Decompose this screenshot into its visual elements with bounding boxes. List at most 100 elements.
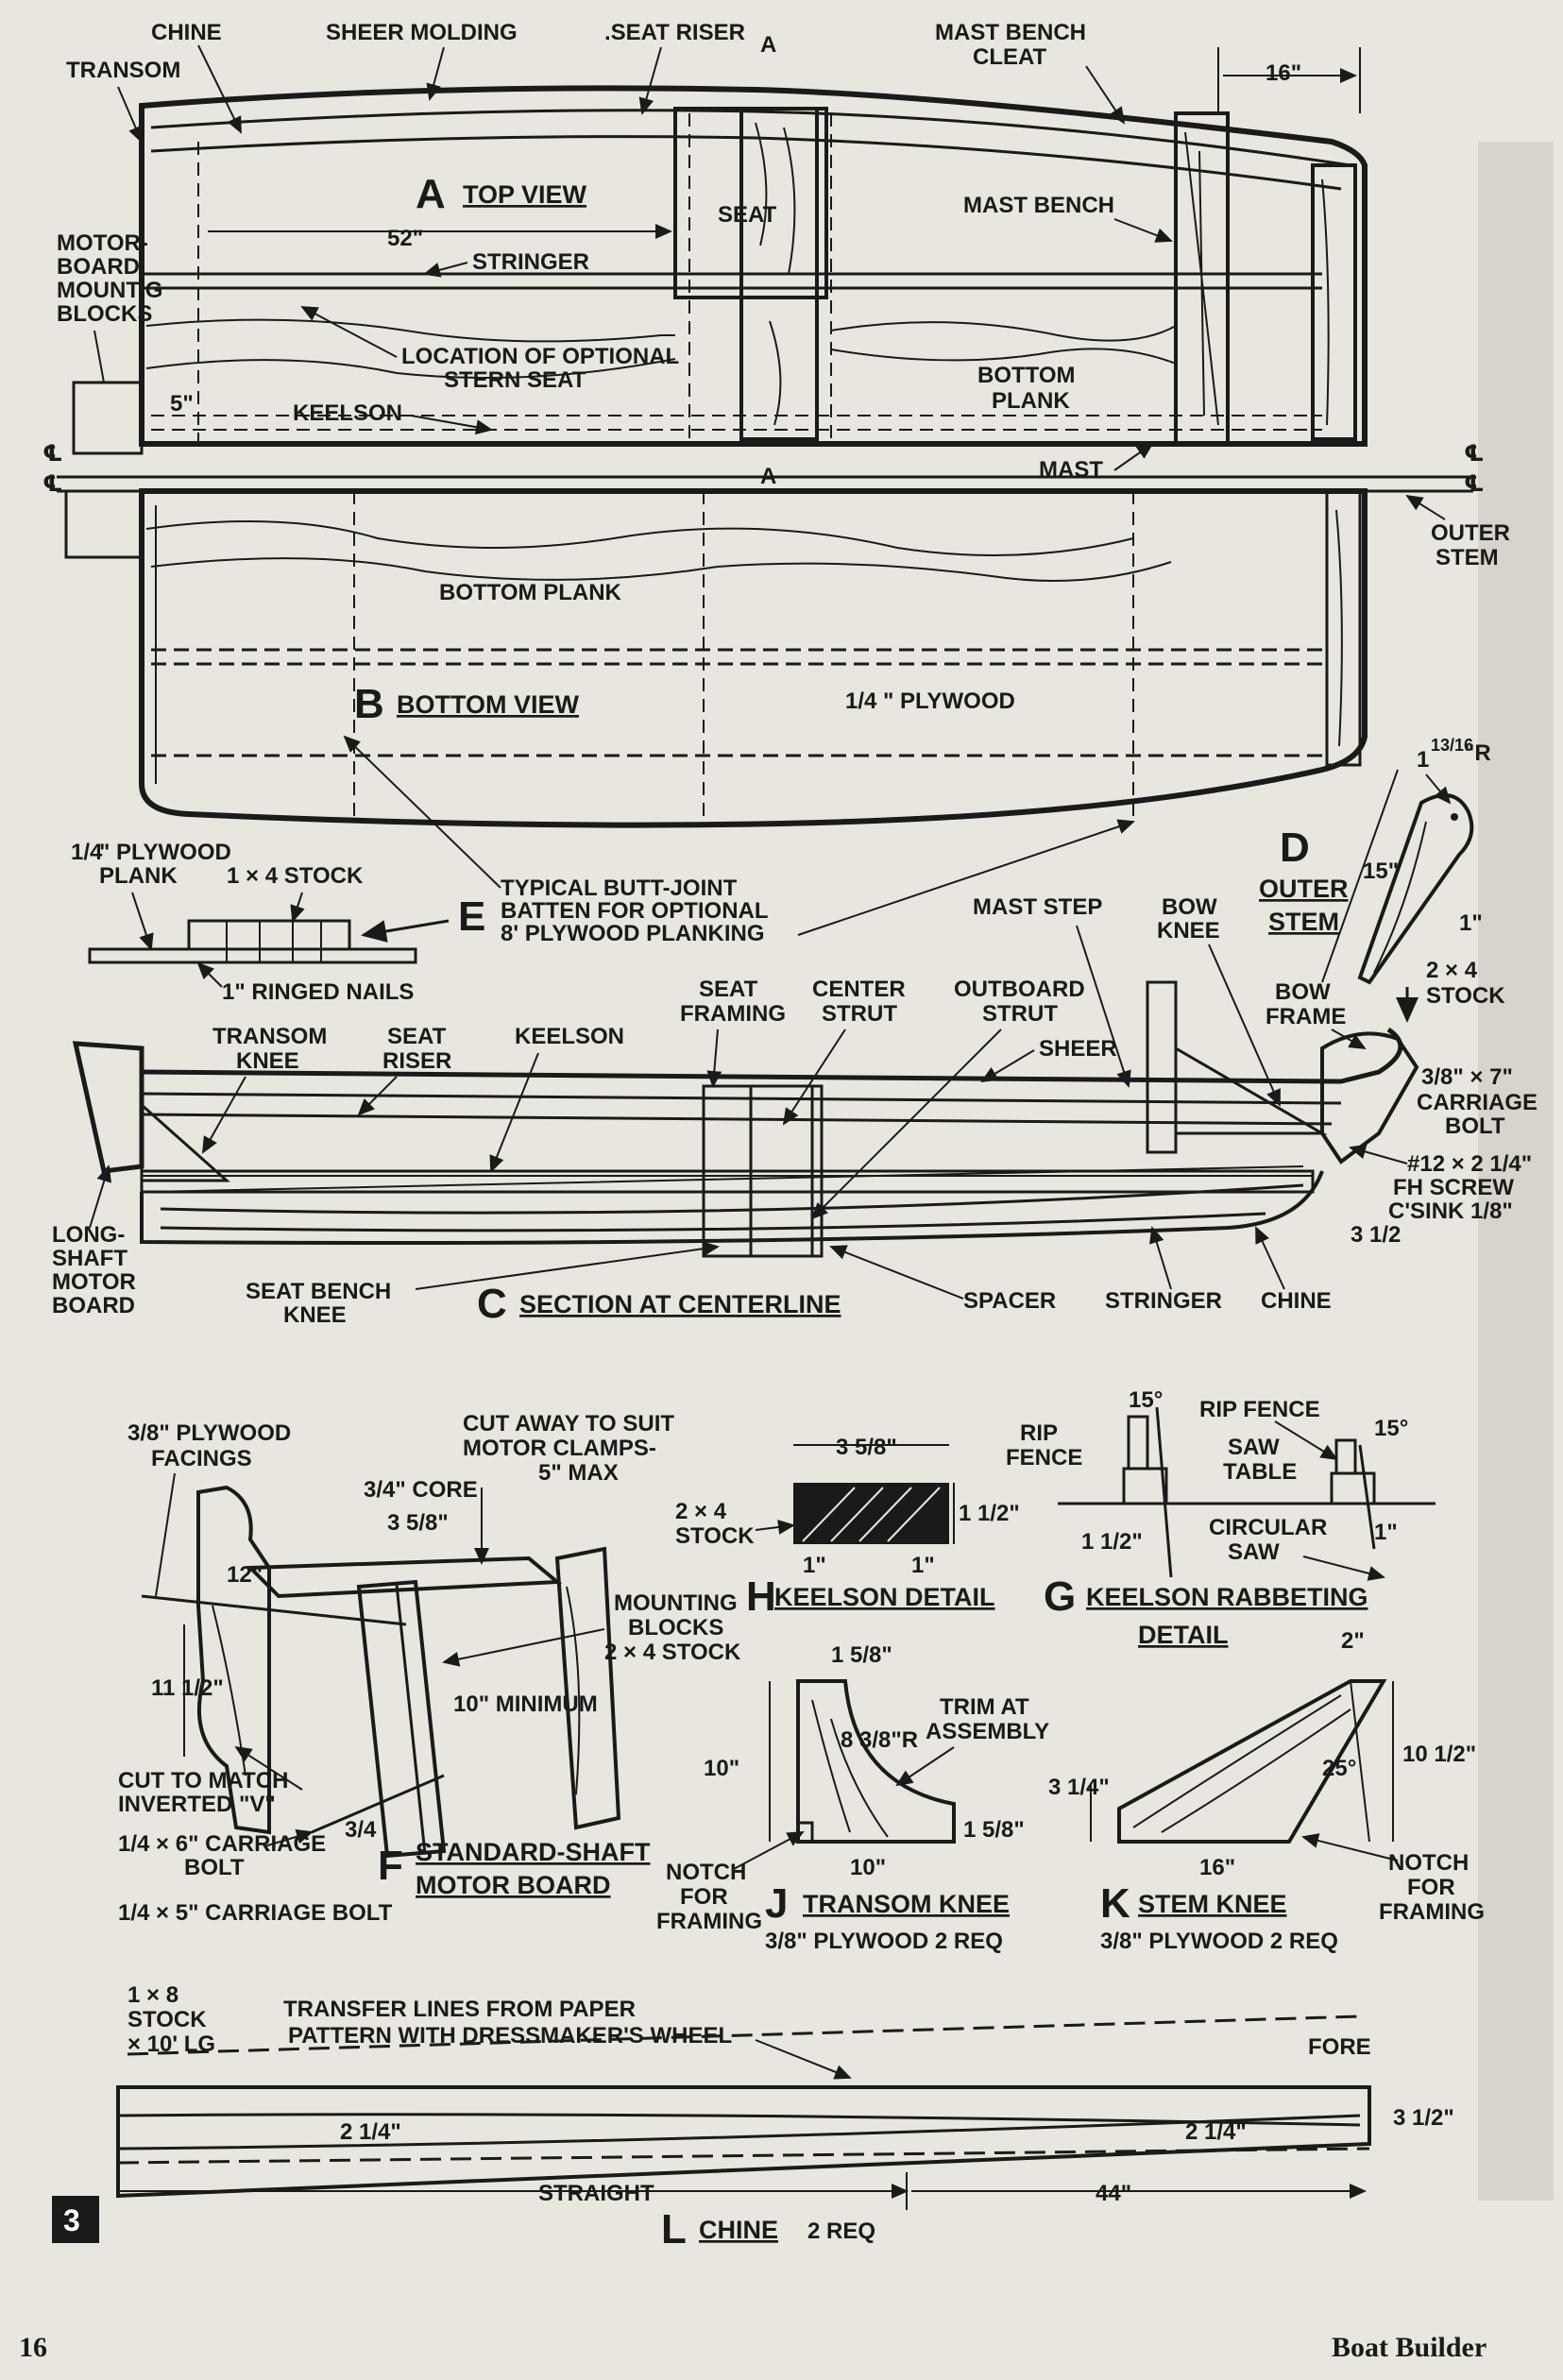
stock-label-1: 2 × 4 xyxy=(675,1499,727,1524)
figure-number-badge xyxy=(52,2196,99,2243)
mounting-label-2: BLOCKS xyxy=(628,1615,723,1640)
trim-label-2: ASSEMBLY xyxy=(926,1719,1049,1744)
dim-10-horizontal: 10" xyxy=(850,1855,886,1880)
bow-knee-label-1: BOW xyxy=(1162,894,1217,920)
mast-bench-label: MAST BENCH xyxy=(963,193,1114,218)
cut-match-label-2: INVERTED "V" xyxy=(118,1792,276,1817)
mast-step-label: MAST STEP xyxy=(973,894,1102,920)
cut-away-label-1: CUT AWAY TO SUIT xyxy=(463,1411,674,1436)
batten-detail: E 1/4 " PLYWOOD PLANK 1 × 4 STOCK 1" RIN… xyxy=(71,735,1135,1005)
bolt-5-label: 1/4 × 5" CARRIAGE BOLT xyxy=(118,1900,393,1926)
rabbeting-detail-letter: G xyxy=(1044,1573,1076,1620)
outer-stem-label-2: STEM xyxy=(1436,545,1499,570)
radius-fraction: 13/16 xyxy=(1431,736,1473,755)
dim-52: 52" xyxy=(387,226,423,251)
centerline-right-top: ℄ xyxy=(1464,441,1485,467)
dim-16: 16" xyxy=(1266,60,1301,86)
rip-fence-label-1: RIP xyxy=(1020,1420,1058,1446)
transom-knee-detail: 1 5/8" 8 3/8"R TRIM AT ASSEMBLY 10" 10" … xyxy=(656,1642,1049,1954)
section-view: C SECTION AT CENTERLINE MAST STEP BOW KN… xyxy=(52,894,1538,1328)
notch-label-3: FRAMING xyxy=(656,1909,762,1934)
straight-label: STRAIGHT xyxy=(538,2181,654,2206)
notch-label-2: FOR xyxy=(1407,1875,1455,1900)
dim-1-5-8-side: 1 5/8" xyxy=(963,1817,1025,1843)
facings-label-1: 3/8" PLYWOOD xyxy=(127,1420,291,1446)
chine-count: 2 REQ xyxy=(807,2218,875,2244)
outer-stem-letter: D xyxy=(1280,824,1310,871)
trim-label-1: TRIM AT xyxy=(940,1694,1029,1720)
seat-riser-label-2: RISER xyxy=(382,1048,451,1074)
fore-label: FORE xyxy=(1308,2034,1371,2060)
carriage-bolt-label-2: CARRIAGE xyxy=(1417,1090,1538,1115)
dim-2-quarter-left: 2 1/4" xyxy=(340,2119,401,2145)
stock-label-2: STOCK xyxy=(675,1523,755,1549)
motorboard-label-4: BLOCKS xyxy=(57,301,152,327)
core-label: 3/4" CORE xyxy=(364,1477,478,1503)
stock-label-1: 1 × 8 xyxy=(127,1982,178,2008)
figure-number: 3 xyxy=(63,2203,80,2237)
cut-match-label-1: CUT TO MATCH xyxy=(118,1768,288,1794)
plywood-label: " PLYWOOD xyxy=(883,688,1015,714)
stock-label: 1 × 4 STOCK xyxy=(227,863,364,889)
seat-framing-label-2: FRAMING xyxy=(680,1001,786,1027)
top-view-letter: A xyxy=(416,171,446,217)
motorboard-label-1: MOTOR- xyxy=(57,230,148,256)
sheer-label: SHEER xyxy=(1039,1036,1117,1062)
batten-detail-letter: E xyxy=(458,893,485,940)
spacer-label: SPACER xyxy=(963,1288,1056,1314)
dim-11-half: 11 1/2" xyxy=(151,1675,224,1701)
seat-riser-label-1: SEAT xyxy=(387,1024,447,1049)
bow-frame-label-1: BOW xyxy=(1275,979,1331,1005)
seat-bench-knee-label-1: SEAT BENCH xyxy=(246,1279,391,1304)
dim-3-quarter: 3 1/4" xyxy=(1048,1775,1110,1800)
mounting-label-3: 2 × 4 STOCK xyxy=(604,1640,741,1665)
transom-knee-label-1: TRANSOM xyxy=(212,1024,327,1049)
stock-label-2: STOCK xyxy=(127,2007,207,2032)
keelson-label: KEELSON xyxy=(293,400,402,426)
dim-44: 44" xyxy=(1096,2181,1131,2206)
bottom-view: B BOTTOM VIEW ℄ ℄ OUTER STEM BOTTOM PLAN… xyxy=(42,471,1510,828)
keelson-label: KEELSON xyxy=(515,1024,624,1049)
minimum-label: 10" MINIMUM xyxy=(453,1692,598,1717)
bottom-view-letter: B xyxy=(354,681,384,727)
stern-seat-label-2: STERN SEAT xyxy=(444,367,586,393)
motorboard-label-3: MOUNT'G xyxy=(57,278,162,303)
transom-knee-title: TRANSOM KNEE xyxy=(803,1890,1010,1918)
dim-5: 5" xyxy=(170,391,194,416)
angle-right: 15° xyxy=(1374,1416,1408,1441)
facings-label-2: FACINGS xyxy=(151,1446,252,1471)
radius-label: 8 3/8"R xyxy=(841,1727,918,1753)
rip-fence-right-label: RIP FENCE xyxy=(1199,1397,1320,1422)
rabbeting-detail-title-1: KEELSON RABBETING xyxy=(1086,1583,1368,1611)
dim-1-b: 1" xyxy=(911,1553,935,1578)
radius-whole: 1 xyxy=(1417,747,1429,773)
batten-label-3: 8' PLYWOOD PLANKING xyxy=(501,921,765,946)
outboard-strut-label-1: OUTBOARD xyxy=(954,977,1085,1002)
motor-board-title-2: MOTOR BOARD xyxy=(416,1871,611,1899)
keelson-detail-title: KEELSON DETAIL xyxy=(774,1583,995,1611)
transfer-label-2: PATTERN WITH DRESSMAKER'S WHEEL xyxy=(288,2023,732,2048)
mast-bench-cleat-label-2: CLEAT xyxy=(973,44,1047,70)
dim-1-a: 1" xyxy=(803,1553,826,1578)
transom-knee-spec: 3/8" PLYWOOD 2 REQ xyxy=(765,1929,1003,1954)
batten-label-2: BATTEN FOR OPTIONAL xyxy=(501,898,769,924)
long-shaft-label-2: SHAFT xyxy=(52,1246,127,1271)
section-view-letter: C xyxy=(477,1281,507,1327)
saw-table-label-2: TABLE xyxy=(1223,1459,1297,1485)
dim-10-half: 10 1/2" xyxy=(1402,1742,1476,1767)
outer-stem-label-1: OUTER xyxy=(1431,520,1510,546)
center-strut-label-1: CENTER xyxy=(812,977,906,1002)
notch-label-2: FOR xyxy=(680,1884,728,1910)
dim-3-half: 3 1/2" xyxy=(1393,2105,1454,2131)
fh-screw-label-3: C'SINK 1/8" xyxy=(1388,1198,1513,1224)
saw-table-label-1: SAW xyxy=(1228,1435,1280,1460)
dim-3-4: 3/4 xyxy=(345,1817,377,1843)
seat-riser-label: .SEAT RISER xyxy=(604,20,745,45)
angle-left: 15° xyxy=(1129,1387,1163,1413)
dim-1-half: 1 1/2" xyxy=(959,1501,1020,1526)
mast-label: MAST xyxy=(1039,457,1103,483)
motorboard-label-2: BOARD xyxy=(57,254,140,280)
section-view-title: SECTION AT CENTERLINE xyxy=(519,1290,841,1318)
motor-board-detail: F STANDARD-SHAFT MOTOR BOARD 3/8" PLYWOO… xyxy=(118,1411,741,1926)
